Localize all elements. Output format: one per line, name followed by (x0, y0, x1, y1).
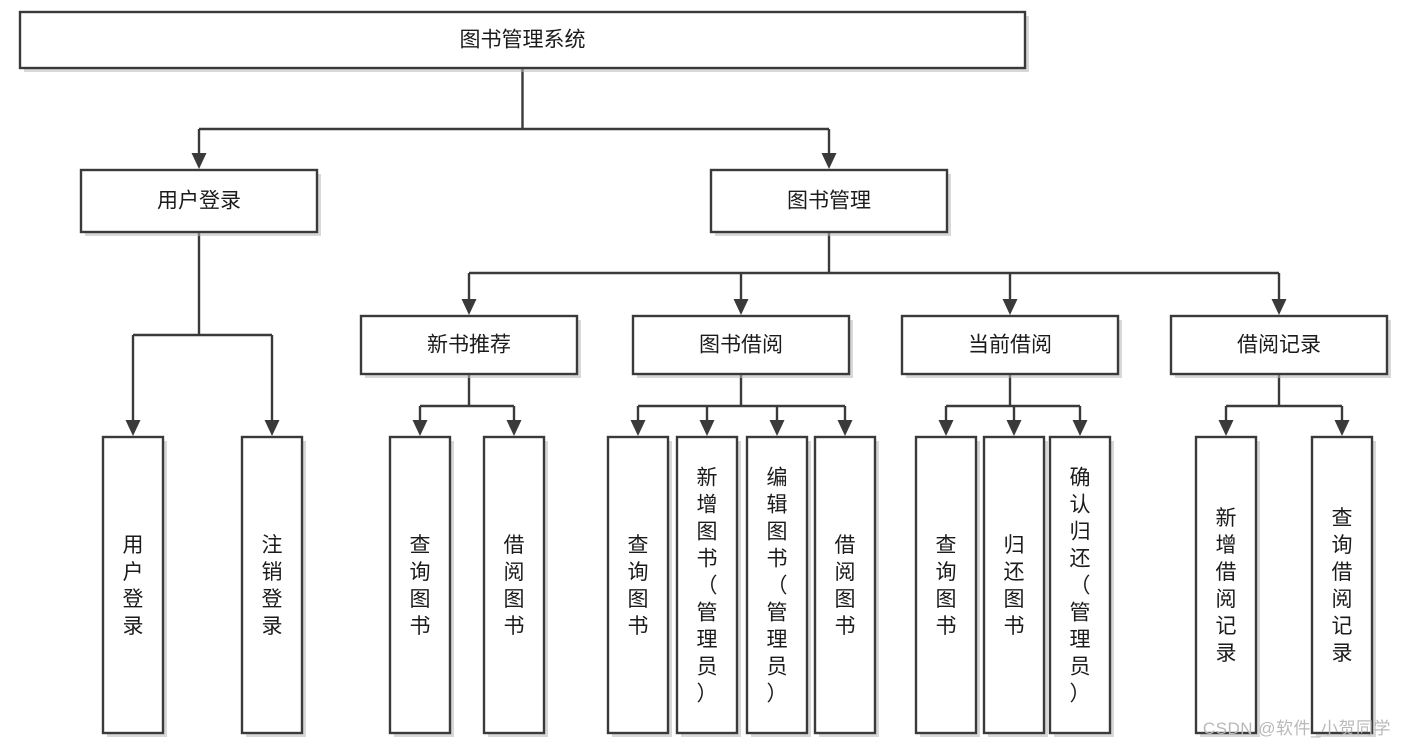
nodes-layer: 图书管理系统用户登录图书管理新书推荐图书借阅当前借阅借阅记录用户登录注销登录查询… (18, 10, 1391, 737)
arrow-head-icon (821, 153, 837, 169)
node-box[interactable] (606, 435, 670, 735)
node-label: 借阅记录 (1237, 334, 1321, 357)
arrow-head-icon (1002, 299, 1018, 315)
node-l-confirm-return[interactable]: 确认归还（管理员） (1048, 435, 1114, 737)
node-box[interactable] (1194, 435, 1258, 735)
arrow-head-icon (191, 153, 207, 169)
arrow-head-icon (733, 299, 749, 315)
node-l-add-record[interactable]: 新增借阅记录 (1194, 435, 1260, 737)
node-l-edit-book[interactable]: 编辑图书（管理员） (745, 435, 811, 737)
arrow-head-icon (125, 420, 141, 436)
node-l-logout[interactable]: 注销登录 (240, 435, 306, 737)
node-n-borrow-record[interactable]: 借阅记录 (1169, 314, 1391, 378)
arrow-head-icon (837, 420, 853, 436)
node-box[interactable] (675, 435, 739, 735)
node-label: 查询借阅记录 (1332, 507, 1353, 665)
node-label: 当前借阅 (968, 334, 1052, 357)
node-l-query-book-2[interactable]: 查询图书 (606, 435, 672, 737)
node-box[interactable] (1310, 435, 1374, 735)
arrow-head-icon (461, 299, 477, 315)
node-label: 查询图书 (628, 534, 649, 638)
arrow-head-icon (1271, 299, 1287, 315)
node-l-return-book[interactable]: 归还图书 (982, 435, 1048, 737)
arrow-head-icon (769, 420, 785, 436)
node-box[interactable] (18, 10, 1027, 70)
arrow-head-icon (412, 420, 428, 436)
arrow-head-icon (1006, 420, 1022, 436)
node-box[interactable] (631, 314, 851, 376)
node-l-add-book[interactable]: 新增图书（管理员） (675, 435, 741, 737)
node-label: 新书推荐 (427, 334, 511, 357)
node-box[interactable] (359, 314, 579, 376)
node-box[interactable] (482, 435, 546, 735)
node-box[interactable] (982, 435, 1046, 735)
watermark-text: CSDN @软件_小贺同学 (1202, 719, 1391, 738)
arrow-head-icon (506, 420, 522, 436)
node-l-query-book-1[interactable]: 查询图书 (388, 435, 454, 737)
node-l-query-record[interactable]: 查询借阅记录 (1310, 435, 1376, 737)
edges-layer (125, 68, 1350, 436)
node-box[interactable] (240, 435, 304, 735)
node-label: 编辑图书（管理员） (767, 467, 788, 706)
node-box[interactable] (1048, 435, 1112, 735)
arrow-head-icon (1072, 420, 1088, 436)
node-n-book-borrow[interactable]: 图书借阅 (631, 314, 853, 378)
node-l-query-book-3[interactable]: 查询图书 (914, 435, 980, 737)
node-n-book-manage[interactable]: 图书管理 (709, 168, 951, 236)
node-n-new-book-rec[interactable]: 新书推荐 (359, 314, 581, 378)
node-label: 用户登录 (157, 190, 241, 213)
node-label: 图书管理 (787, 190, 871, 213)
node-label: 注销登录 (262, 534, 283, 638)
node-label: 图书借阅 (699, 334, 783, 357)
node-box[interactable] (745, 435, 809, 735)
node-box[interactable] (813, 435, 877, 735)
node-box[interactable] (709, 168, 949, 234)
node-label: 图书管理系统 (460, 29, 586, 52)
node-label: 查询图书 (410, 534, 431, 638)
arrow-head-icon (699, 420, 715, 436)
node-n-current-borrow[interactable]: 当前借阅 (900, 314, 1122, 378)
node-root[interactable]: 图书管理系统 (18, 10, 1029, 72)
node-box[interactable] (900, 314, 1120, 376)
node-label: 新增图书（管理员） (697, 467, 718, 706)
node-label: 用户登录 (123, 534, 144, 638)
node-label: 借阅图书 (504, 534, 525, 638)
node-label: 确认归还（管理员） (1070, 467, 1091, 706)
node-l-borrow-book-2[interactable]: 借阅图书 (813, 435, 879, 737)
node-box[interactable] (79, 168, 319, 234)
node-l-user-login[interactable]: 用户登录 (101, 435, 167, 737)
node-box[interactable] (388, 435, 452, 735)
arrow-head-icon (630, 420, 646, 436)
arrow-head-icon (1334, 420, 1350, 436)
arrow-head-icon (938, 420, 954, 436)
node-box[interactable] (914, 435, 978, 735)
arrow-head-icon (264, 420, 280, 436)
arrow-head-icon (1218, 420, 1234, 436)
node-box[interactable] (1169, 314, 1389, 376)
node-label: 借阅图书 (835, 534, 856, 638)
node-box[interactable] (101, 435, 165, 735)
node-label: 查询图书 (936, 534, 957, 638)
node-label: 归还图书 (1004, 534, 1025, 638)
node-label: 新增借阅记录 (1216, 507, 1237, 665)
node-l-borrow-book-1[interactable]: 借阅图书 (482, 435, 548, 737)
node-n-user-login[interactable]: 用户登录 (79, 168, 321, 236)
